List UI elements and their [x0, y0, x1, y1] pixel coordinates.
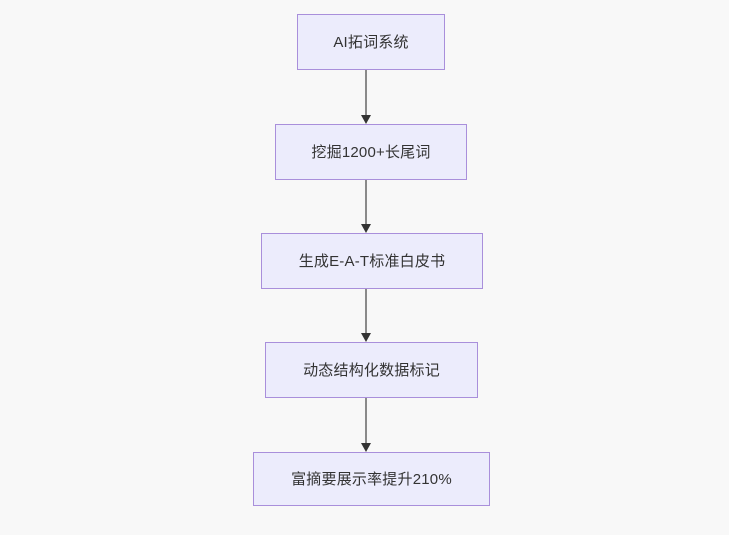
arrow-head-icon	[360, 333, 371, 342]
flow-node-label: 动态结构化数据标记	[303, 361, 440, 379]
arrow-head-icon	[360, 224, 371, 233]
flow-connector	[360, 289, 372, 342]
flow-node-label: 生成E-A-T标准白皮书	[298, 252, 446, 270]
connector-line	[365, 398, 367, 444]
flow-connector	[360, 398, 372, 452]
flow-node[interactable]: 富摘要展示率提升210%	[253, 452, 490, 506]
flow-node-label: 富摘要展示率提升210%	[291, 470, 452, 488]
flow-node[interactable]: 生成E-A-T标准白皮书	[261, 233, 483, 289]
connector-line	[365, 70, 367, 116]
flow-node-label: AI拓词系统	[333, 33, 409, 51]
flow-node[interactable]: 动态结构化数据标记	[265, 342, 478, 398]
flow-connector	[360, 180, 372, 233]
connector-line	[365, 180, 367, 225]
flow-node[interactable]: 挖掘1200+长尾词	[275, 124, 467, 180]
arrow-head-icon	[360, 115, 371, 124]
flow-connector	[360, 70, 372, 124]
flow-node[interactable]: AI拓词系统	[297, 14, 445, 70]
arrow-head-icon	[360, 443, 371, 452]
connector-line	[365, 289, 367, 334]
flow-node-label: 挖掘1200+长尾词	[311, 143, 431, 161]
